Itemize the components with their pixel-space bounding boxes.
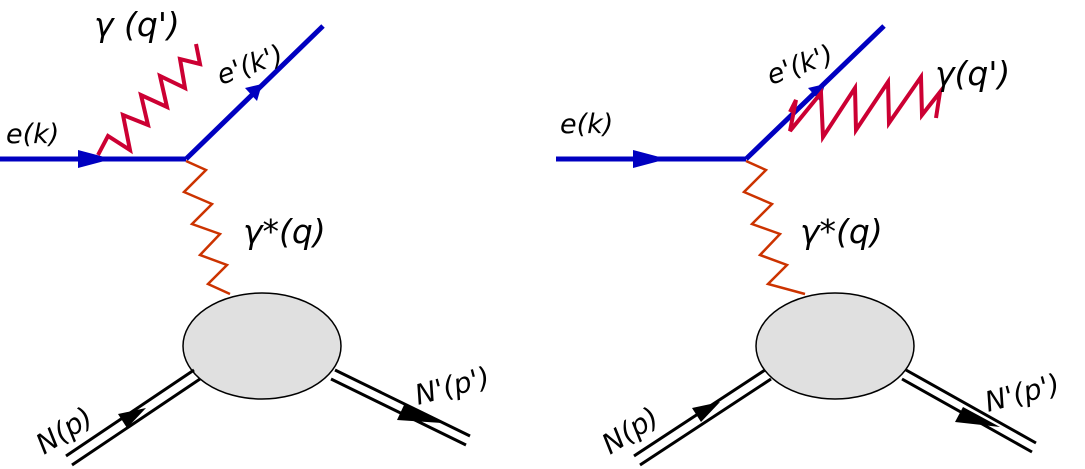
incoming-electron-arrow (78, 150, 112, 168)
outgoing-nucleon-arrow (955, 407, 1000, 427)
incoming-nucleon-line-b (71, 377, 201, 467)
label-outgoing-electron: e'(k') (213, 39, 288, 91)
label-outgoing-nucleon: N'(p') (411, 360, 493, 412)
virtual-photon-line (741, 159, 806, 296)
virtual-photon-line (181, 159, 231, 296)
hadronic-blob (182, 292, 342, 400)
hadronic-blob (755, 292, 915, 400)
incoming-nucleon-arrow (118, 408, 146, 428)
label-incoming-electron: e(k) (560, 109, 613, 140)
label-real-photon: γ (q') (94, 5, 180, 44)
outgoing-nucleon-line-a (334, 368, 471, 438)
outgoing-nucleon-arrow (397, 405, 442, 423)
label-incoming-nucleon: N(p) (596, 400, 665, 461)
outgoing-electron-arrow (245, 84, 262, 101)
label-incoming-electron: e(k) (6, 119, 59, 150)
incoming-electron-arrow (633, 150, 667, 168)
label-outgoing-nucleon: N'(p') (981, 367, 1063, 419)
label-incoming-nucleon: N(p) (30, 400, 99, 461)
outgoing-nucleon-line-b (330, 377, 467, 447)
label-real-photon: γ(q') (935, 54, 1010, 93)
diagram-right: e(k) e'(k') γ(q') γ*(q) N(p) N'(p') (556, 24, 1063, 467)
outgoing-nucleon-line-a (905, 368, 1037, 445)
real-photon-line (96, 43, 203, 156)
diagram-left: e(k) γ (q') e'(k') γ*(q) N(p) N'(p') (0, 5, 493, 467)
incoming-nucleon-line-b (639, 377, 772, 467)
label-virtual-photon: γ*(q) (800, 212, 883, 251)
real-photon-line (788, 70, 944, 144)
label-virtual-photon: γ*(q) (243, 212, 326, 251)
incoming-nucleon-arrow (692, 402, 720, 422)
